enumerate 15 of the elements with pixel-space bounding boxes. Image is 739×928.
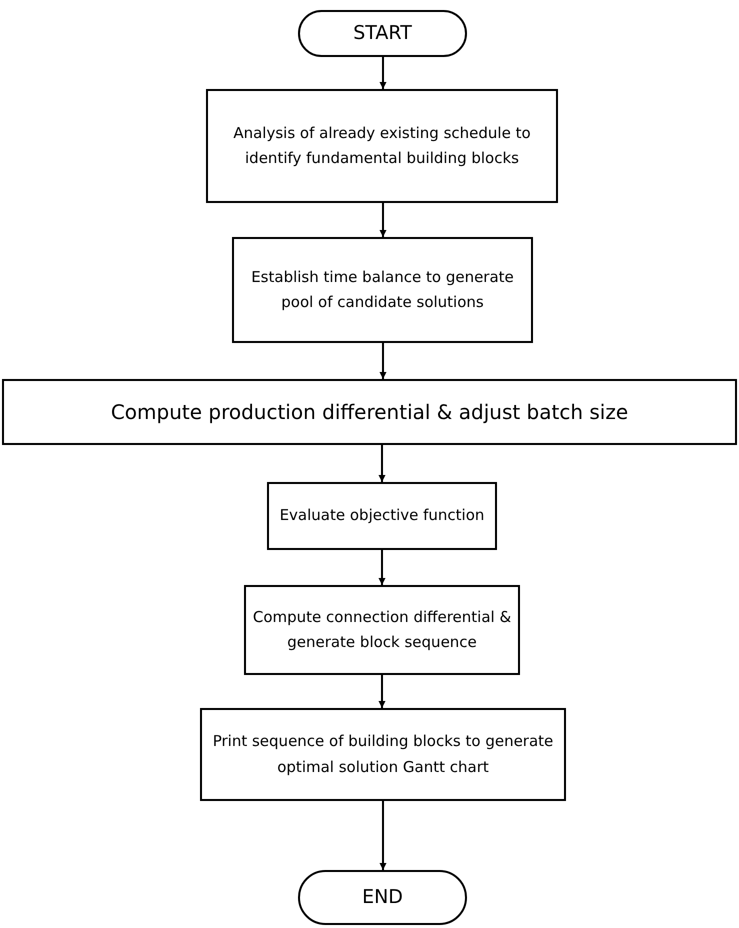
process-box: Print sequence of building blocks to generate optimal solution Gantt chart bbox=[200, 708, 566, 801]
process-box: Compute production differential & adjust batch size bbox=[2, 379, 737, 445]
process-box: Establish time balance to generate pool of candidate solutions bbox=[232, 237, 533, 343]
process-box: Evaluate objective function bbox=[267, 482, 497, 550]
arrow bbox=[380, 57, 386, 89]
terminal-shape: START bbox=[298, 10, 467, 57]
arrow bbox=[378, 550, 386, 585]
process-box: Compute connection differential & generate block sequence bbox=[244, 585, 520, 675]
arrow bbox=[378, 675, 386, 708]
arrow bbox=[380, 203, 386, 237]
arrow bbox=[378, 445, 386, 482]
terminal-shape: END bbox=[298, 870, 467, 925]
process-box: Analysis of already existing schedule to identify fundamental building blocks bbox=[206, 89, 558, 203]
arrow bbox=[380, 801, 386, 870]
arrow bbox=[380, 343, 386, 379]
